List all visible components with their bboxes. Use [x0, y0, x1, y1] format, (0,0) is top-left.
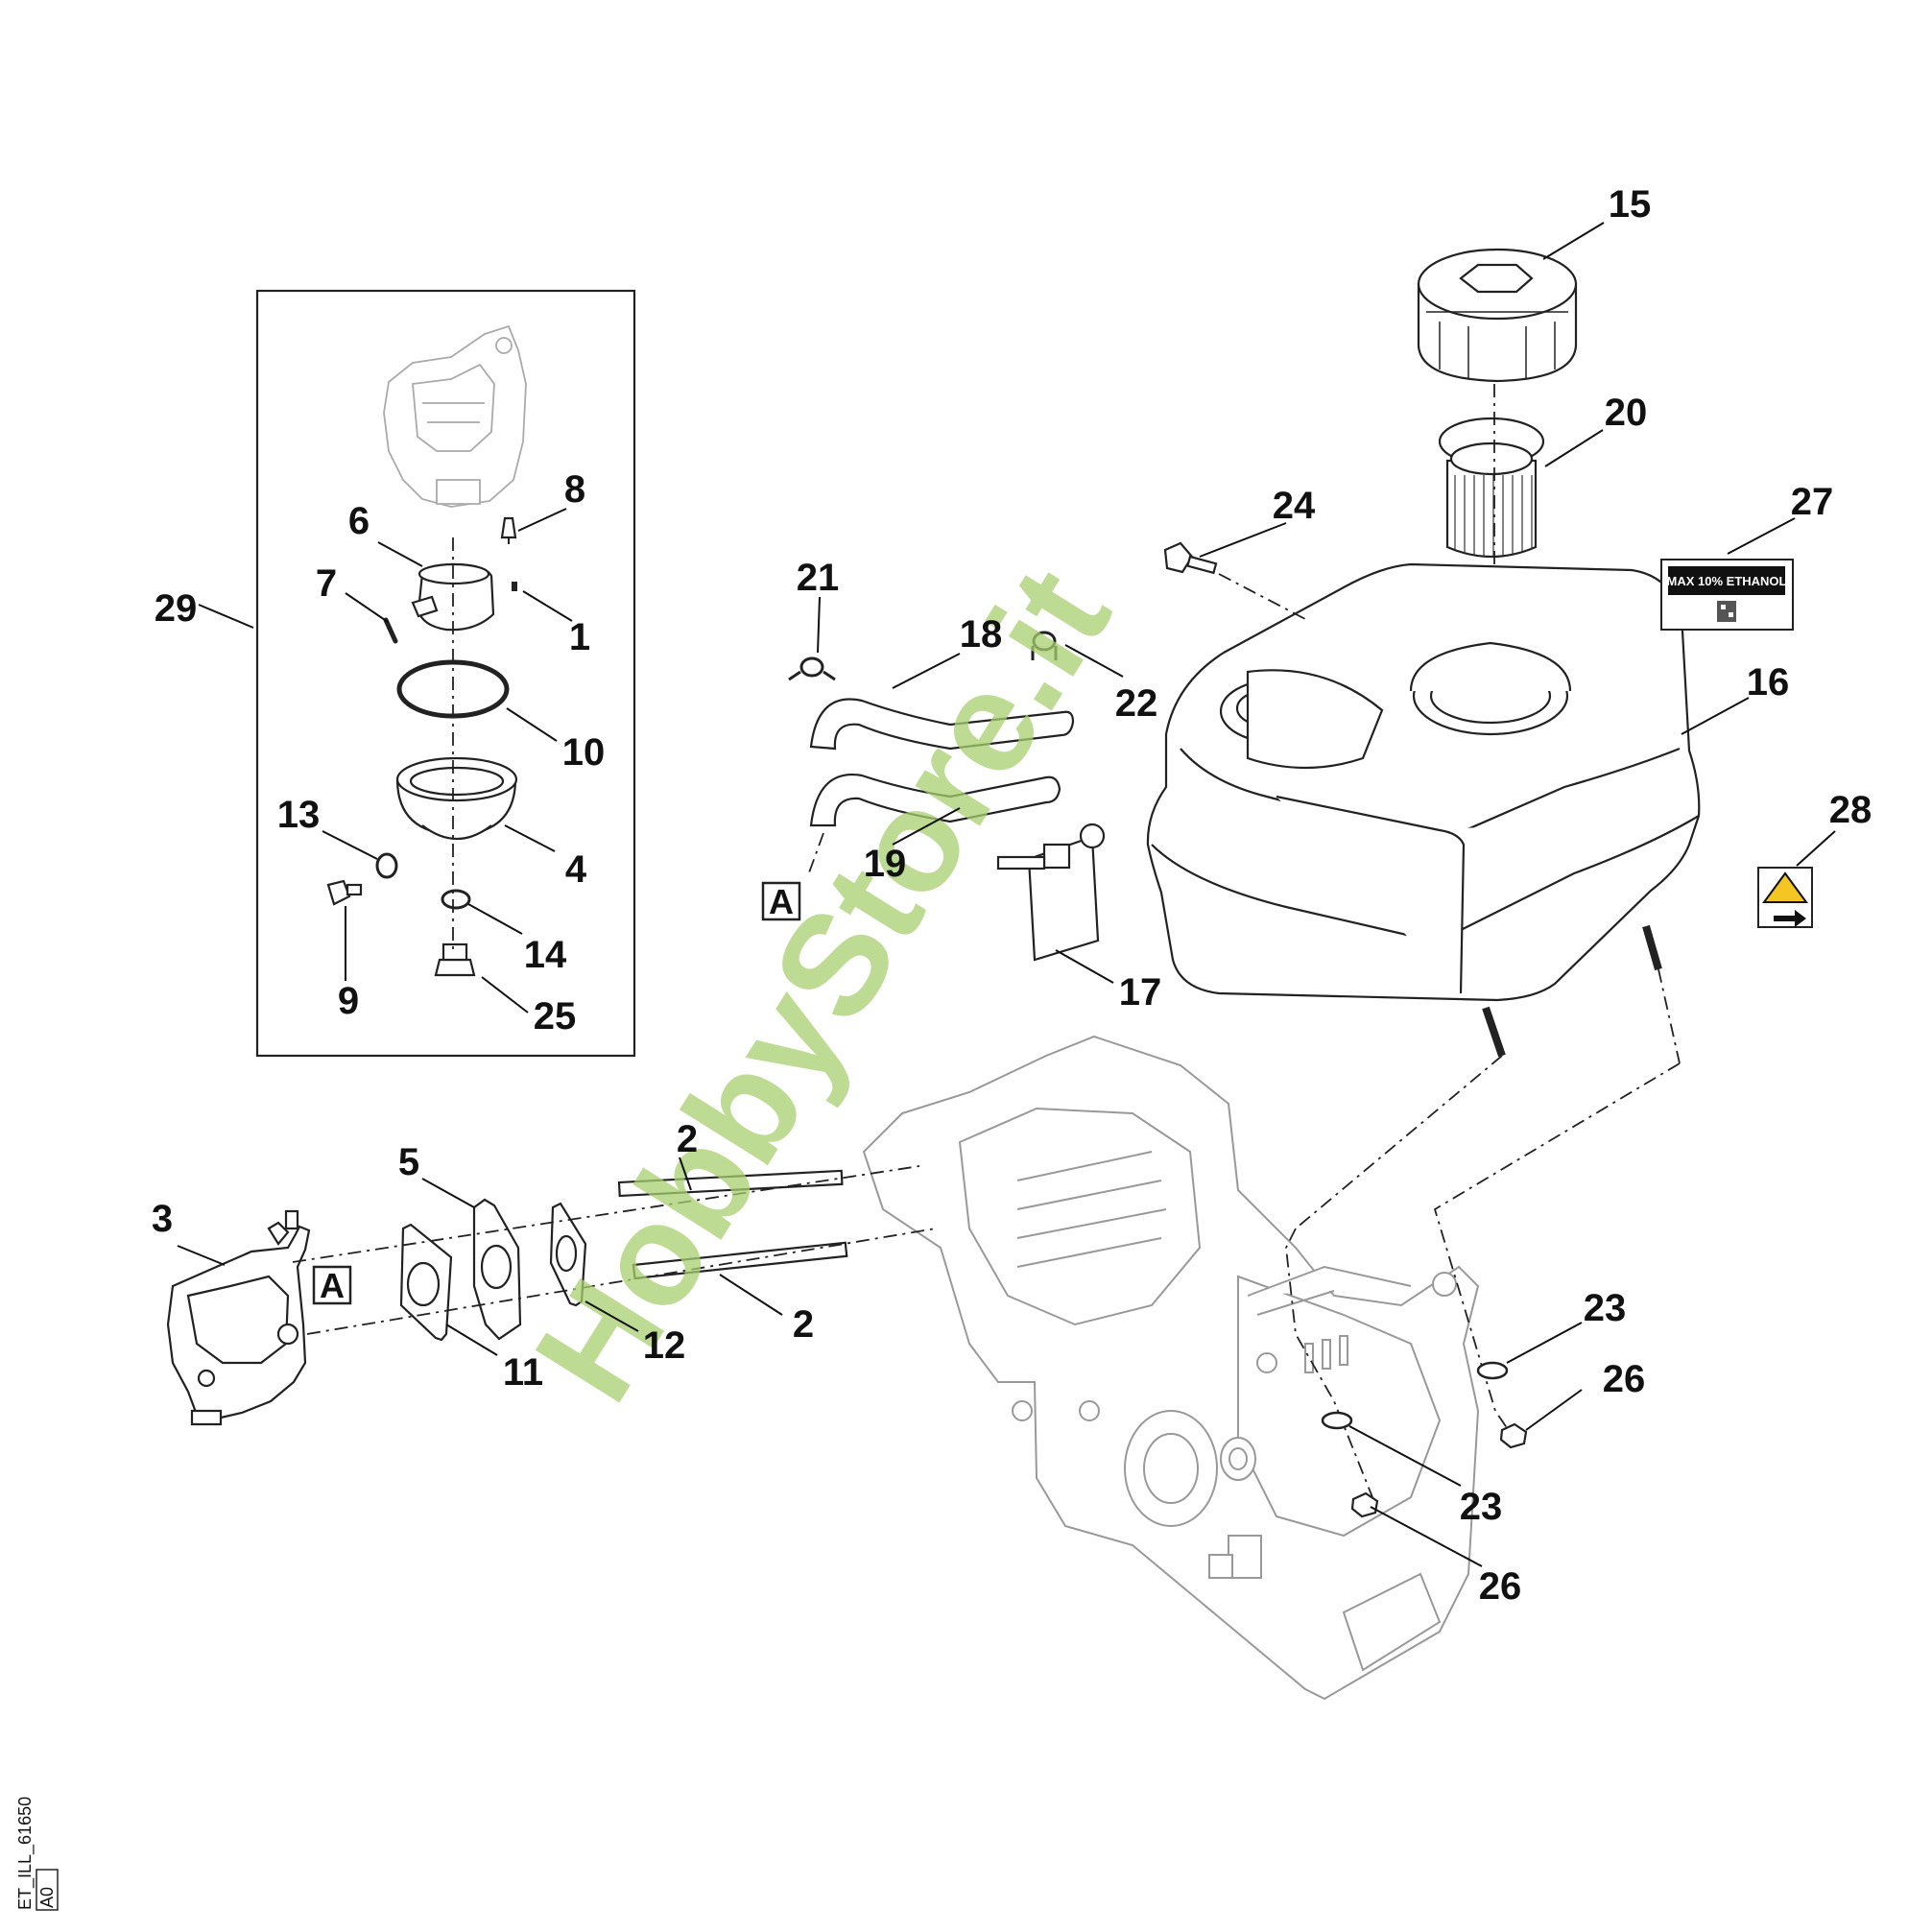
- washer-part-23-a: [1476, 1361, 1509, 1380]
- clamp-part-22: [1031, 631, 1058, 660]
- pin-part-1: [512, 582, 517, 591]
- pin-part-7: [383, 617, 398, 644]
- callout-1: 1: [569, 616, 590, 658]
- callout-29: 29: [155, 587, 198, 630]
- reference-marker-a-tank-text: A: [769, 882, 794, 921]
- callout-16: 16: [1747, 661, 1790, 704]
- revision-label: A0: [37, 1887, 57, 1908]
- warning-label-part-28: [1757, 867, 1813, 928]
- reference-marker-a-carb-text: A: [320, 1266, 345, 1305]
- callout-2-upper: 2: [677, 1118, 698, 1160]
- callout-27: 27: [1791, 481, 1834, 523]
- insulator-part-5: [472, 1198, 522, 1341]
- bolt-part-24: [1163, 541, 1218, 575]
- callout-22: 22: [1115, 682, 1158, 725]
- revision-box: [36, 1869, 59, 1911]
- nut-part-26-a: [1499, 1422, 1528, 1449]
- stud-part-2-upper: [617, 1169, 844, 1198]
- bolt-24-axis: [1218, 573, 1306, 620]
- callout-3: 3: [152, 1198, 173, 1240]
- callout-26-upper: 26: [1603, 1358, 1646, 1400]
- callout-23-lower: 23: [1460, 1486, 1503, 1528]
- fuel-strainer-part-20: [1438, 417, 1545, 559]
- reference-marker-a-carb: A: [312, 1265, 352, 1305]
- nut-part-26-b: [1350, 1491, 1379, 1518]
- callout-4: 4: [565, 848, 587, 891]
- callout-21: 21: [797, 557, 840, 599]
- carburetor-part-3: [166, 1209, 311, 1426]
- washer-part-13: [375, 852, 398, 879]
- float-part-6: [411, 562, 495, 632]
- fuel-tank-part-16: [1146, 562, 1701, 1058]
- inset-carburetor-ghost: [383, 324, 527, 508]
- tank-stud-axis-2: [1433, 1062, 1681, 1436]
- callout-13: 13: [277, 794, 321, 836]
- carb-axis-1: [292, 1165, 920, 1263]
- callout-11: 11: [503, 1351, 543, 1394]
- callout-14: 14: [524, 934, 567, 976]
- bolt-part-25: [434, 942, 476, 977]
- callout-28: 28: [1829, 789, 1872, 831]
- callout-6: 6: [348, 500, 370, 542]
- callout-17: 17: [1119, 971, 1162, 1014]
- float-bowl-part-4: [395, 756, 518, 841]
- hose-axis: [807, 832, 824, 876]
- oring-part-14: [441, 889, 471, 910]
- drawing-id: ET_ILL_61650: [15, 1797, 36, 1910]
- callout-20: 20: [1605, 392, 1648, 434]
- clamp-part-21: [788, 656, 836, 681]
- callout-5: 5: [398, 1141, 419, 1183]
- callout-19: 19: [864, 843, 907, 885]
- callout-10: 10: [562, 731, 606, 774]
- tank-stud-axis: [1658, 968, 1681, 1064]
- fuel-valve-part-17: [996, 823, 1106, 962]
- callout-2-lower: 2: [793, 1303, 814, 1346]
- callout-18: 18: [960, 613, 1003, 656]
- callout-9: 9: [338, 980, 359, 1022]
- callout-8: 8: [564, 468, 585, 511]
- callout-numbers: 15 20 27 16 28 24 18 21 22 19 17 29 6 7 …: [152, 183, 1872, 1608]
- leader-lines: [177, 222, 1836, 1567]
- washer-part-23-b: [1321, 1411, 1353, 1430]
- ethanol-label-part-27: MAX 10% ETHANOL: [1660, 559, 1794, 631]
- ethanol-label-text: MAX 10% ETHANOL: [1667, 574, 1787, 588]
- needle-part-8: [500, 516, 517, 544]
- hose-part-18: [809, 698, 1075, 751]
- callout-26-lower: 26: [1479, 1565, 1522, 1608]
- callout-15: 15: [1609, 183, 1652, 226]
- engine-block-ghost: [862, 1035, 1480, 1701]
- tank-stud-axis-4: [1285, 1228, 1373, 1498]
- carb-axis-2: [306, 1228, 937, 1335]
- callout-12: 12: [643, 1324, 686, 1367]
- callout-7: 7: [316, 562, 337, 605]
- hose-part-19: [809, 773, 1061, 827]
- screw-part-9: [326, 879, 363, 906]
- reference-marker-a-tank: A: [761, 881, 801, 921]
- callout-23-upper: 23: [1584, 1287, 1627, 1329]
- tank-stud-axis-3: [1295, 1055, 1503, 1229]
- gasket-part-12: [549, 1202, 587, 1307]
- fuel-cap-part-15: [1417, 248, 1578, 383]
- callout-24: 24: [1273, 485, 1316, 527]
- inset-frame: [255, 289, 636, 1058]
- callout-25: 25: [534, 995, 577, 1038]
- gasket-part-11: [399, 1223, 453, 1342]
